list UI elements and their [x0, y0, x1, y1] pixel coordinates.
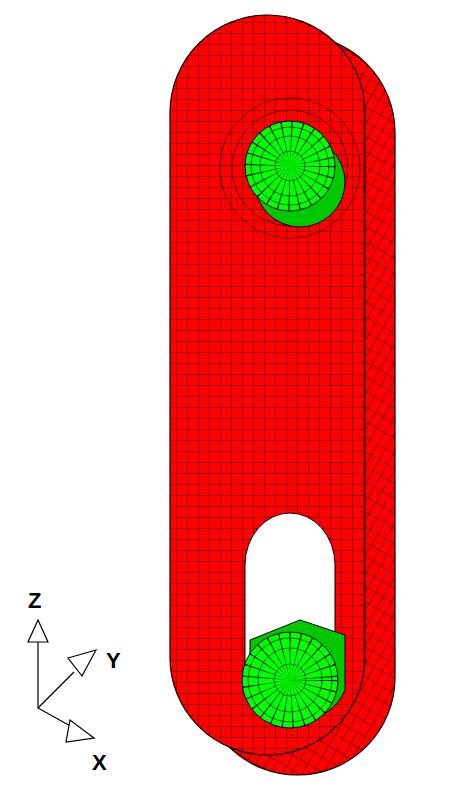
pin-ring: [275, 151, 305, 181]
pin-face: [242, 632, 338, 728]
pin-ring: [260, 136, 320, 196]
pin-ring: [251, 127, 329, 205]
axis-label: Z: [28, 590, 41, 612]
pin-ring: [258, 648, 322, 712]
mesh-ring: [220, 98, 360, 238]
axis-triad: [28, 620, 96, 742]
axis-label: X: [92, 752, 107, 774]
pin-spokes: [266, 656, 314, 704]
pin-ring: [248, 638, 332, 722]
pin-ring: [274, 664, 306, 696]
pin-face: [245, 121, 335, 211]
plate-front: [170, 15, 365, 755]
pin-spokes: [268, 144, 313, 189]
axis-label: Y: [106, 650, 121, 672]
mesh-ring: [232, 110, 348, 226]
